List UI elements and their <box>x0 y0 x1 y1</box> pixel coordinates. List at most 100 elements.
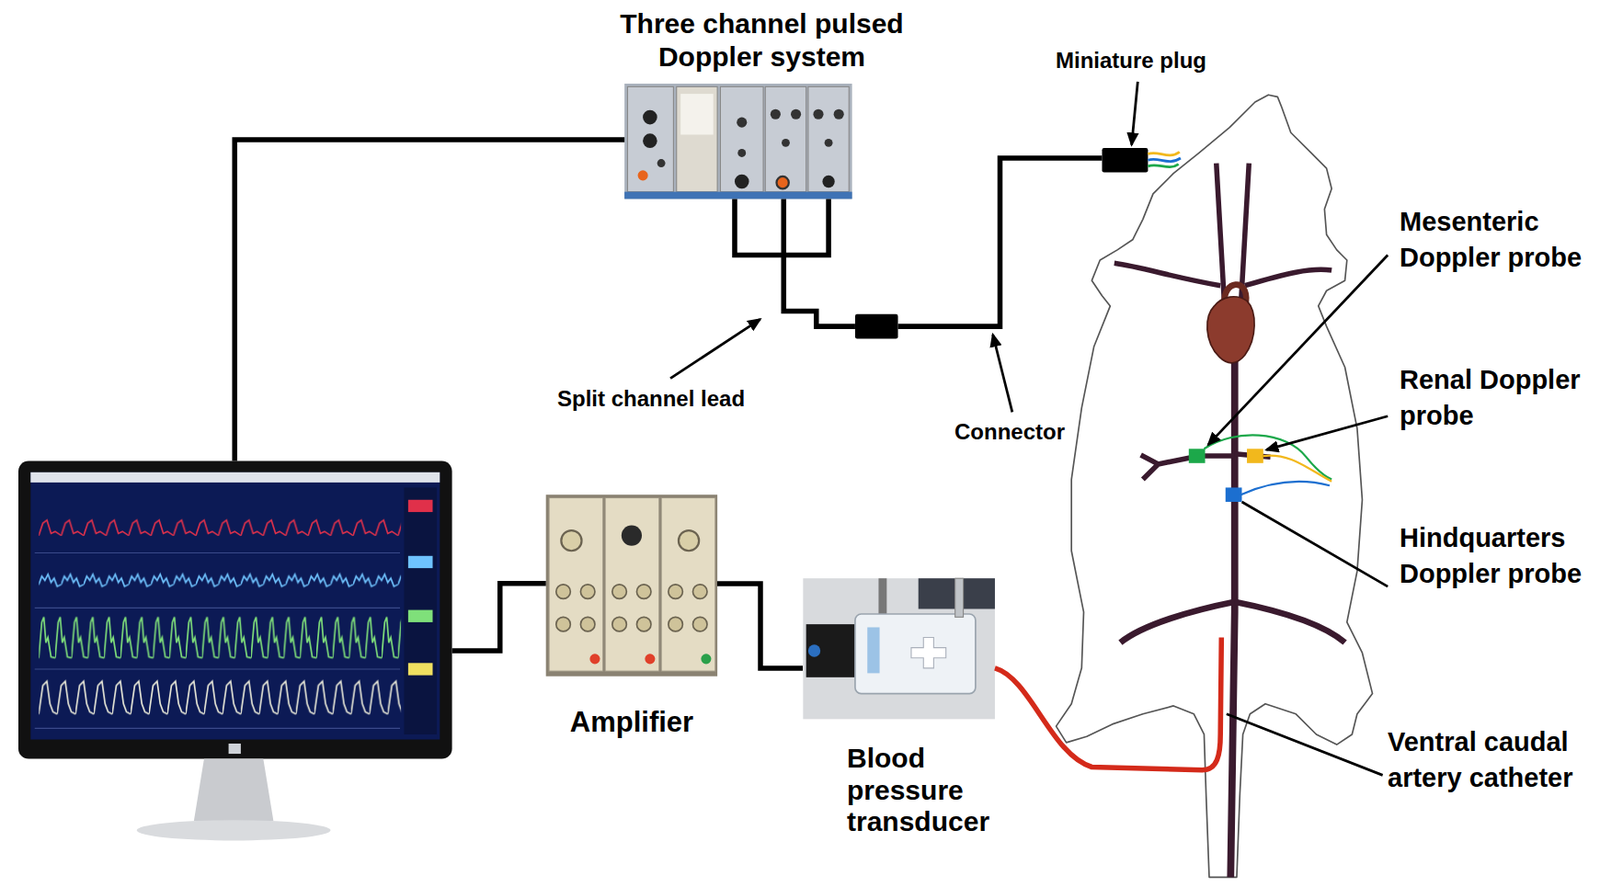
label-holder: Split channel lead <box>557 386 745 413</box>
knob <box>657 159 666 168</box>
transducer-body <box>806 624 858 678</box>
heart <box>1207 297 1255 364</box>
renal-probe <box>1246 448 1264 464</box>
channel-swatch <box>408 662 434 675</box>
knob <box>580 584 595 600</box>
knob <box>556 584 572 600</box>
iliac-artery <box>1120 602 1235 643</box>
monitor-base <box>137 820 332 841</box>
plug-wire <box>1147 164 1178 168</box>
subclavian-artery <box>1114 262 1332 286</box>
doppler-rack <box>624 83 852 199</box>
transducer-photo <box>802 578 995 720</box>
knob <box>556 617 572 632</box>
plug-wire <box>1147 151 1179 156</box>
pointer-arrow <box>1208 254 1388 445</box>
part-label: Mesenteric Doppler probe <box>1399 204 1595 276</box>
amplifier-module <box>605 498 660 673</box>
connector-block <box>855 314 899 340</box>
knob <box>822 175 835 188</box>
label-holder: Miniature plug <box>1055 47 1207 75</box>
node-title: Amplifier <box>546 705 718 740</box>
knob <box>612 584 628 600</box>
monitor-stand <box>194 759 275 823</box>
arterial-catheter <box>994 638 1222 771</box>
channel-swatch <box>408 556 434 569</box>
cable-socket <box>808 644 821 657</box>
amplifier-frame <box>546 494 718 677</box>
pointer-arrow <box>993 334 1013 412</box>
indicator-dot <box>776 176 789 189</box>
screen-trace <box>38 514 401 546</box>
channel-swatch <box>408 500 434 513</box>
cable <box>452 583 547 652</box>
knob <box>642 110 658 126</box>
mesenteric-artery <box>1141 455 1235 480</box>
indicator-dot <box>589 653 600 664</box>
knob <box>736 117 747 128</box>
amplifier-module <box>661 498 716 673</box>
label-holder: Hindquarters Doppler probe <box>1399 520 1595 593</box>
split-lead <box>734 198 856 327</box>
amplifier-node: Amplifier <box>546 494 718 745</box>
knob <box>636 617 652 632</box>
cable <box>234 139 625 462</box>
screen-trace <box>38 673 401 720</box>
knob <box>737 148 746 158</box>
miniature-plug <box>1101 148 1148 173</box>
knob <box>790 109 801 120</box>
doppler-module <box>720 86 764 192</box>
knob <box>734 174 750 190</box>
knob <box>668 617 684 632</box>
cable <box>898 158 1103 327</box>
channel-swatch <box>408 610 434 623</box>
paper-label <box>680 93 714 135</box>
knob <box>834 109 845 120</box>
indicator-dot <box>644 653 655 664</box>
label-holder: Mesenteric Doppler probe <box>1399 204 1595 276</box>
screen-trace <box>38 566 401 597</box>
dome-coil <box>867 627 880 674</box>
part-label: Renal Doppler probe <box>1399 362 1595 435</box>
knob <box>580 617 595 632</box>
knob <box>812 109 823 120</box>
part-label: Hindquarters Doppler probe <box>1399 520 1595 593</box>
monitor-bezel <box>18 461 453 760</box>
knob <box>692 584 708 600</box>
hindquarters-probe <box>1225 487 1243 503</box>
label-holder: Renal Doppler probe <box>1399 362 1595 435</box>
logo <box>228 743 241 755</box>
cable-connector <box>717 583 803 669</box>
screen-trace <box>38 612 401 663</box>
knob <box>770 109 781 120</box>
probe-wire <box>1263 456 1332 482</box>
transducer-node: Blood pressure transducer <box>802 578 1011 843</box>
label-holder: Ventral caudal artery catheter <box>1387 724 1586 797</box>
rack-strip <box>624 192 852 200</box>
pointer-arrow <box>670 319 761 378</box>
part-label: Miniature plug <box>1055 47 1207 75</box>
mesenteric-probe <box>1188 448 1206 464</box>
knob <box>621 525 642 546</box>
plug-wire <box>1147 158 1181 162</box>
amplifier-module <box>548 498 604 673</box>
doppler-module <box>627 86 674 192</box>
indicator-dot <box>700 653 711 664</box>
knob <box>781 138 790 148</box>
indicator-dot <box>638 170 649 181</box>
probe-wire <box>1203 434 1332 480</box>
label-holder: Connector <box>954 419 1065 446</box>
dome-chamber <box>855 614 976 695</box>
doppler-module <box>676 86 718 192</box>
monitor-screen <box>30 472 440 741</box>
carotid-artery <box>1216 163 1250 307</box>
leader-line <box>1226 714 1383 777</box>
knob <box>612 617 628 632</box>
doppler-system-node: Three channel pulsed Doppler system <box>602 7 922 201</box>
doppler-module <box>765 86 806 192</box>
knob <box>642 133 658 149</box>
doppler-module <box>808 86 849 192</box>
